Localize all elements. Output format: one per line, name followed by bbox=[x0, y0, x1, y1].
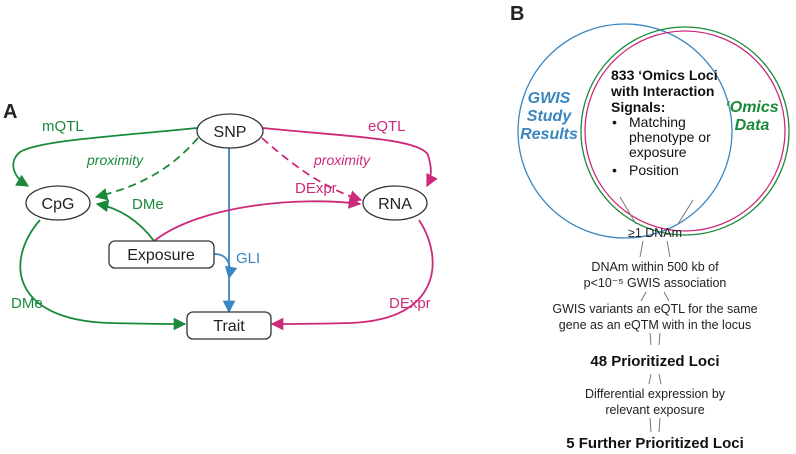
panel-a-letter: A bbox=[3, 101, 17, 123]
label-dme-lower: DMe bbox=[11, 295, 43, 312]
venn-left-label-line: Study bbox=[527, 108, 573, 125]
venn-circle-gwis bbox=[517, 23, 733, 239]
node-snp-label: SNP bbox=[214, 124, 247, 141]
edge-mqtl bbox=[12, 127, 198, 187]
node-rna-label: RNA bbox=[378, 196, 412, 213]
venn-center-title: 833 ‘Omics Loci with Interaction Signals… bbox=[610, 67, 718, 115]
bullet-1-line: phenotype or bbox=[629, 129, 711, 145]
edge-dme-lower bbox=[19, 219, 187, 331]
bullet-dot: • bbox=[612, 162, 617, 178]
funnel-step-4-line: Differential expression by bbox=[585, 387, 726, 401]
venn-center-title-line: Signals: bbox=[611, 99, 665, 115]
node-exposure: Exposure bbox=[108, 240, 215, 269]
venn-bullets: • Matching phenotype or exposure • bbox=[612, 114, 711, 160]
funnel-result-2: 5 Further Prioritized Loci bbox=[566, 435, 744, 452]
panel-a: A SNP CpG RNA bbox=[3, 101, 438, 340]
funnel-step-2-line: p<10⁻⁵ GWIS association bbox=[584, 276, 727, 290]
label-proximity-left: proximity bbox=[86, 152, 144, 168]
edge-proximity-left bbox=[94, 137, 199, 201]
venn-circle-omics-outer bbox=[580, 26, 790, 236]
node-rna: RNA bbox=[362, 185, 428, 221]
label-proximity-right: proximity bbox=[313, 152, 371, 168]
edge-gli-exposure bbox=[213, 253, 238, 280]
node-exposure-label: Exposure bbox=[127, 247, 195, 264]
label-dme-upper: DMe bbox=[132, 196, 164, 213]
venn-bullet-2: • Position bbox=[612, 162, 679, 178]
venn-right-label-line: ‘Omics bbox=[725, 99, 778, 116]
funnel-step-3-line: gene as an eQTM with in the locus bbox=[559, 318, 751, 332]
funnel-result-1: 48 Prioritized Loci bbox=[590, 353, 719, 370]
label-gli: GLI bbox=[236, 250, 260, 267]
bullet-2-line: Position bbox=[629, 162, 679, 178]
funnel-step-4-line: relevant exposure bbox=[605, 403, 704, 417]
node-trait-label: Trait bbox=[213, 318, 245, 335]
label-dexpr-upper: DExpr bbox=[295, 180, 337, 197]
venn-center-title-line: with Interaction bbox=[610, 83, 714, 99]
funnel-step-1: ≥1 DNAm bbox=[628, 226, 682, 240]
bullet-1-line: Matching bbox=[629, 114, 686, 130]
venn-circle-omics-inner bbox=[584, 30, 786, 232]
venn-center-title-line: 833 ‘Omics Loci bbox=[611, 67, 718, 83]
edge-dexpr-upper bbox=[153, 196, 362, 242]
node-cpg: CpG bbox=[25, 185, 91, 221]
panel-b: B GWIS Study Results ‘Omics Data 833 ‘Om… bbox=[510, 3, 790, 452]
venn-left-label-line: GWIS bbox=[528, 90, 571, 107]
label-dexpr-lower: DExpr bbox=[389, 295, 431, 312]
venn-left-label-line: Results bbox=[520, 126, 578, 143]
label-mqtl: mQTL bbox=[42, 118, 84, 135]
edge-dme-upper bbox=[95, 199, 155, 242]
panel-b-letter: B bbox=[510, 3, 524, 25]
edge-eqtl bbox=[262, 127, 438, 188]
node-snp: SNP bbox=[196, 113, 264, 149]
venn-right-label-line: Data bbox=[735, 117, 770, 134]
venn-right-label: ‘Omics Data bbox=[725, 99, 778, 134]
node-cpg-label: CpG bbox=[42, 196, 75, 213]
funnel-lines bbox=[619, 196, 694, 433]
funnel-step-3-line: GWIS variants an eQTL for the same bbox=[552, 302, 757, 316]
funnel-steps: ≥1 DNAm DNAm within 500 kb of p<10⁻⁵ GWI… bbox=[552, 226, 757, 417]
bullet-1-line: exposure bbox=[629, 144, 687, 160]
venn-left-label: GWIS Study Results bbox=[520, 90, 578, 143]
funnel-step-2-line: DNAm within 500 kb of bbox=[591, 260, 719, 274]
bullet-dot: • bbox=[612, 114, 617, 130]
edge-dexpr-lower bbox=[270, 219, 434, 331]
label-eqtl: eQTL bbox=[368, 118, 406, 135]
node-trait: Trait bbox=[186, 311, 272, 340]
